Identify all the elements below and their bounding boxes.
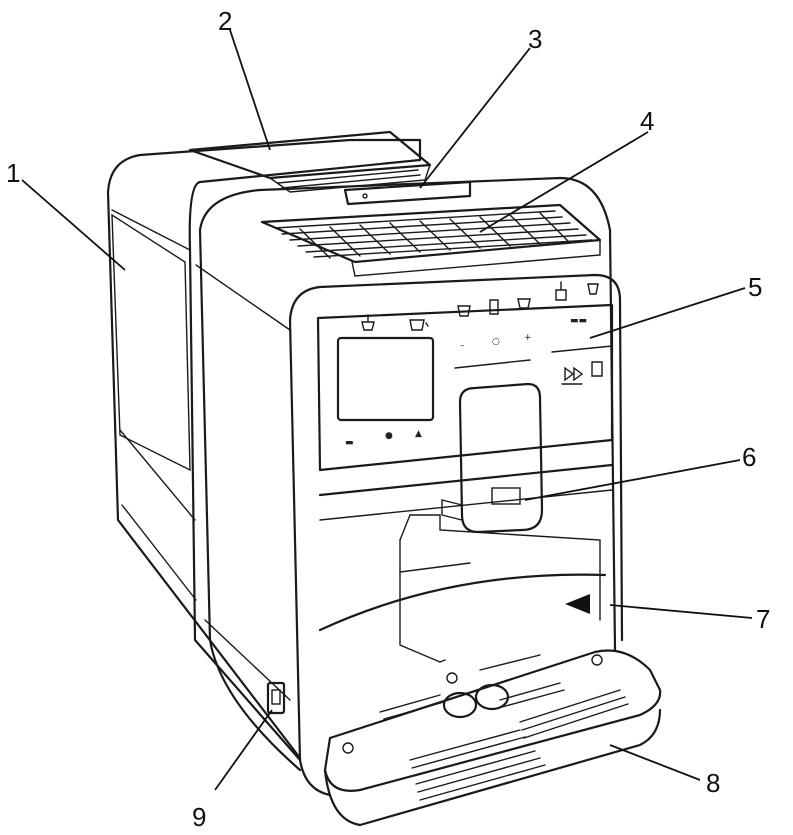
hot-water-icon — [555, 281, 567, 301]
callout-2: 2 — [218, 6, 232, 36]
display-screen — [336, 336, 435, 422]
milk-icon — [591, 361, 603, 377]
outlet-indicator — [491, 487, 521, 505]
svg-text:▲: ▲ — [415, 429, 422, 439]
callout-9: 9 — [192, 802, 206, 832]
arrow-7-head — [565, 594, 590, 614]
steam-icon — [587, 283, 599, 295]
espresso-cup-icon — [361, 314, 375, 331]
machine-front-shell — [195, 176, 624, 797]
beverage-outlet — [441, 382, 544, 534]
callout-1: 1 — [6, 158, 20, 188]
svg-text:–: – — [460, 341, 465, 351]
svg-text:○: ○ — [492, 337, 500, 347]
svg-text:●: ● — [385, 431, 393, 441]
callout-5: 5 — [748, 272, 762, 302]
latte-glass-icon — [489, 299, 499, 315]
machine-left-body — [106, 138, 422, 762]
play-icon — [561, 366, 584, 385]
svg-text:+: + — [524, 333, 532, 343]
cup-icon — [409, 319, 429, 331]
water-tank — [111, 213, 191, 472]
cup — [399, 514, 601, 663]
leader-lines — [21, 29, 753, 791]
service-port — [266, 681, 286, 715]
cup-area — [318, 463, 614, 632]
callout-4: 4 — [640, 106, 654, 136]
bean-container-lid — [188, 130, 432, 193]
cappuccino-icon — [457, 305, 471, 317]
bean-hopper-lid — [343, 180, 472, 206]
callout-8: 8 — [706, 768, 720, 798]
callout-6: 6 — [742, 442, 756, 472]
svg-text:▬: ▬ — [345, 438, 354, 448]
svg-text:▬▬: ▬▬ — [570, 316, 587, 326]
drip-tray-grate — [379, 654, 629, 801]
drip-tray — [323, 649, 662, 827]
callout-3: 3 — [528, 24, 542, 54]
cup-warmer-grille — [260, 203, 602, 277]
milk-cup-icon — [517, 298, 531, 309]
control-panel: ▬ ● ▲ – ○ + ▬▬ — [316, 281, 614, 472]
callout-7: 7 — [756, 604, 770, 634]
